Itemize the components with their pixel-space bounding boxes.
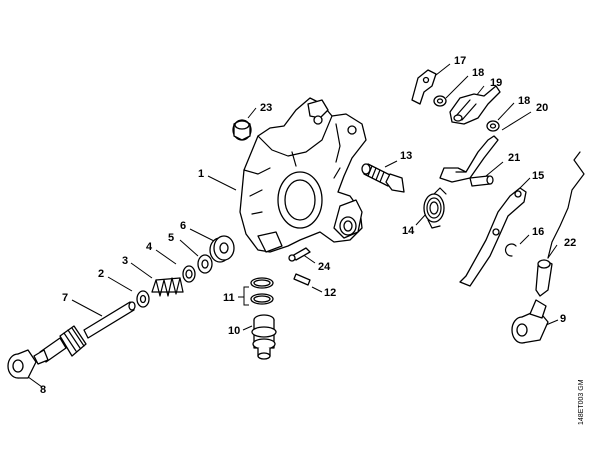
spring-clip-part-17 xyxy=(411,69,437,105)
callout-18-lower: 18 xyxy=(518,95,531,107)
oil-pump-housing xyxy=(239,97,367,253)
leader-lines xyxy=(23,63,559,388)
lever-part-15 xyxy=(459,187,527,287)
callout-12: 12 xyxy=(324,287,337,299)
spring-part-3 xyxy=(151,277,184,297)
screw-part-21 xyxy=(469,175,494,187)
plug-part-8 xyxy=(7,349,37,379)
callout-13: 13 xyxy=(400,150,413,162)
callout-8: 8 xyxy=(40,384,47,396)
callout-24: 24 xyxy=(318,261,331,273)
washer-part-18-upper xyxy=(433,95,447,107)
valve-part-10 xyxy=(251,314,277,360)
callout-1: 1 xyxy=(198,168,205,180)
callout-9: 9 xyxy=(560,313,567,325)
washer-part-4 xyxy=(182,265,196,283)
callout-19: 19 xyxy=(490,77,503,89)
callout-21: 21 xyxy=(508,152,521,164)
callout-6: 6 xyxy=(180,220,187,232)
callout-20: 20 xyxy=(536,102,549,114)
callout-2: 2 xyxy=(98,268,105,280)
callout-22: 22 xyxy=(564,237,577,249)
circlip-part-16 xyxy=(504,243,517,257)
bushing-part-23 xyxy=(232,119,252,141)
washer-part-6 xyxy=(209,235,235,263)
valve-part-9 xyxy=(511,299,549,344)
washer-part-2 xyxy=(136,290,150,308)
torsion-spring-part-14 xyxy=(423,187,447,229)
callout-5: 5 xyxy=(168,232,175,244)
callout-14: 14 xyxy=(402,225,415,237)
o-rings-part-11 xyxy=(250,277,274,305)
callout-3: 3 xyxy=(122,255,129,267)
washer-part-18-lower xyxy=(486,120,500,132)
callout-15: 15 xyxy=(532,170,545,182)
screw-part-24 xyxy=(288,247,311,262)
worm-shaft-part-7 xyxy=(33,301,136,365)
callout-18-upper: 18 xyxy=(472,67,485,79)
callout-23: 23 xyxy=(260,102,273,114)
washer-part-5 xyxy=(197,254,213,274)
callout-4: 4 xyxy=(146,241,153,253)
callout-16: 16 xyxy=(532,226,545,238)
rod-part-22 xyxy=(535,151,585,297)
screw-part-13 xyxy=(361,163,405,193)
callout-17: 17 xyxy=(454,55,467,67)
drawing-code: 148ET003 GM xyxy=(578,379,585,425)
callout-11: 11 xyxy=(223,292,235,304)
link-rod-part-20 xyxy=(439,135,499,183)
callout-7: 7 xyxy=(62,292,69,304)
callout-10: 10 xyxy=(228,325,241,337)
pin-part-12 xyxy=(293,273,311,286)
cam-part-19 xyxy=(449,85,501,125)
